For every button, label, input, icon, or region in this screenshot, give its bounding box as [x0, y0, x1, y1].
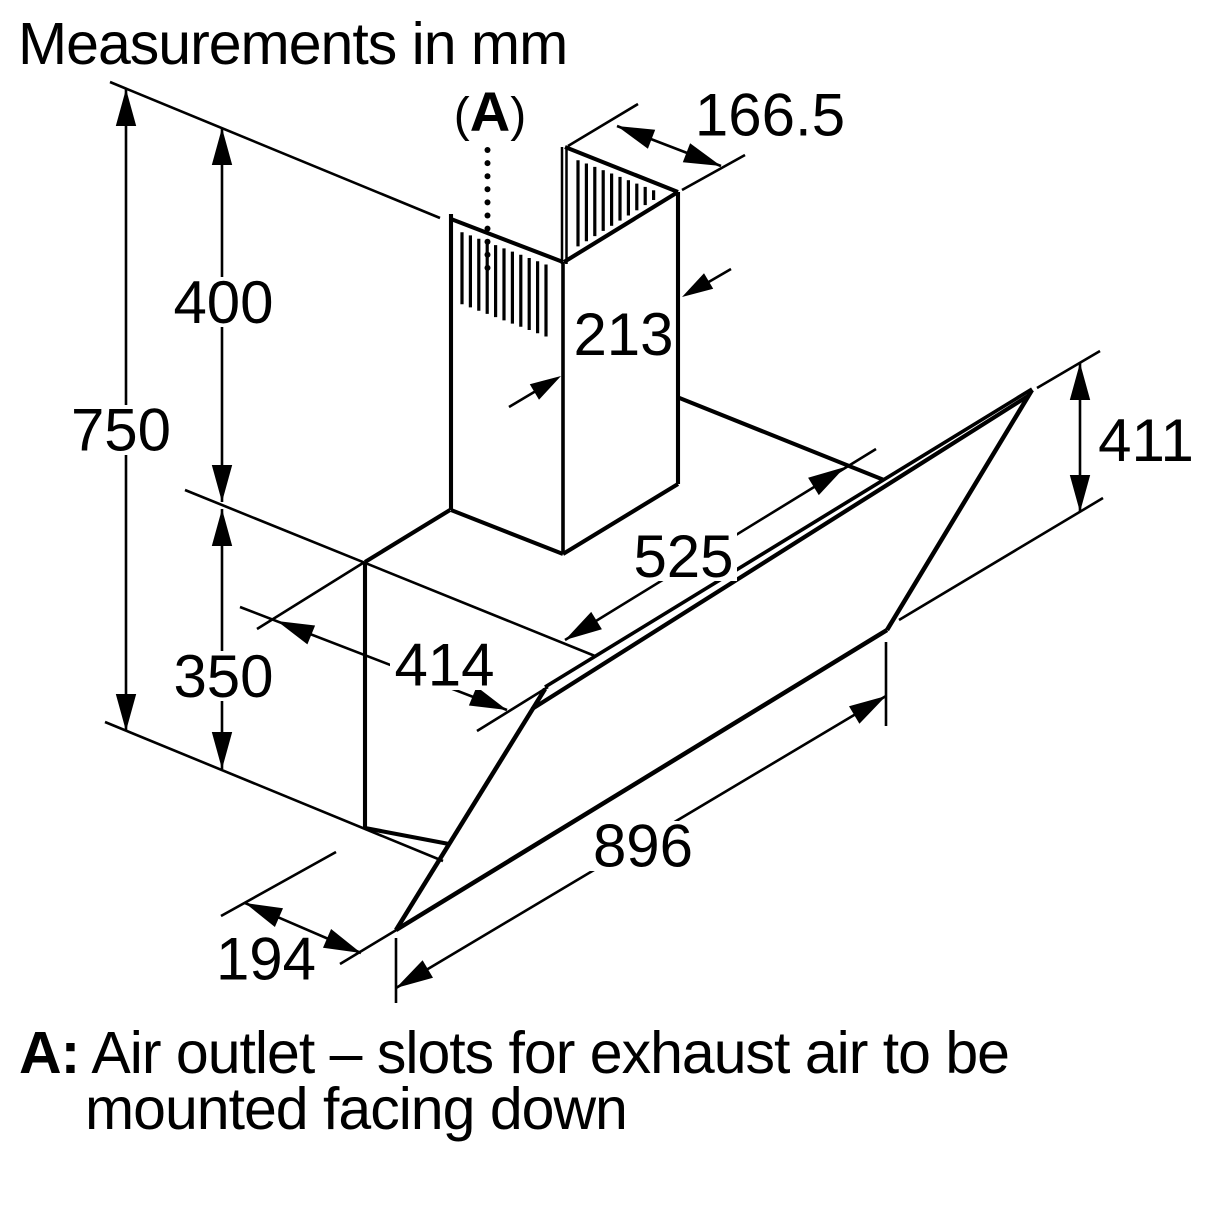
svg-text:213: 213 [573, 301, 673, 368]
svg-text:mounted facing down: mounted facing down [85, 1076, 627, 1142]
svg-text:896: 896 [593, 813, 693, 880]
svg-text:400: 400 [173, 269, 273, 336]
svg-text:166.5: 166.5 [695, 82, 845, 149]
svg-text:A: Air outlet – slots for exha: A: Air outlet – slots for exhaust air to… [19, 1020, 1009, 1086]
svg-text:350: 350 [173, 643, 273, 710]
svg-text:414: 414 [394, 632, 494, 699]
svg-text:411: 411 [1098, 407, 1194, 474]
svg-text:750: 750 [71, 397, 171, 464]
svg-text:Measurements in mm: Measurements in mm [18, 11, 567, 77]
svg-text:525: 525 [633, 523, 733, 590]
svg-text:(A): (A) [454, 80, 526, 143]
svg-text:194: 194 [216, 926, 316, 993]
